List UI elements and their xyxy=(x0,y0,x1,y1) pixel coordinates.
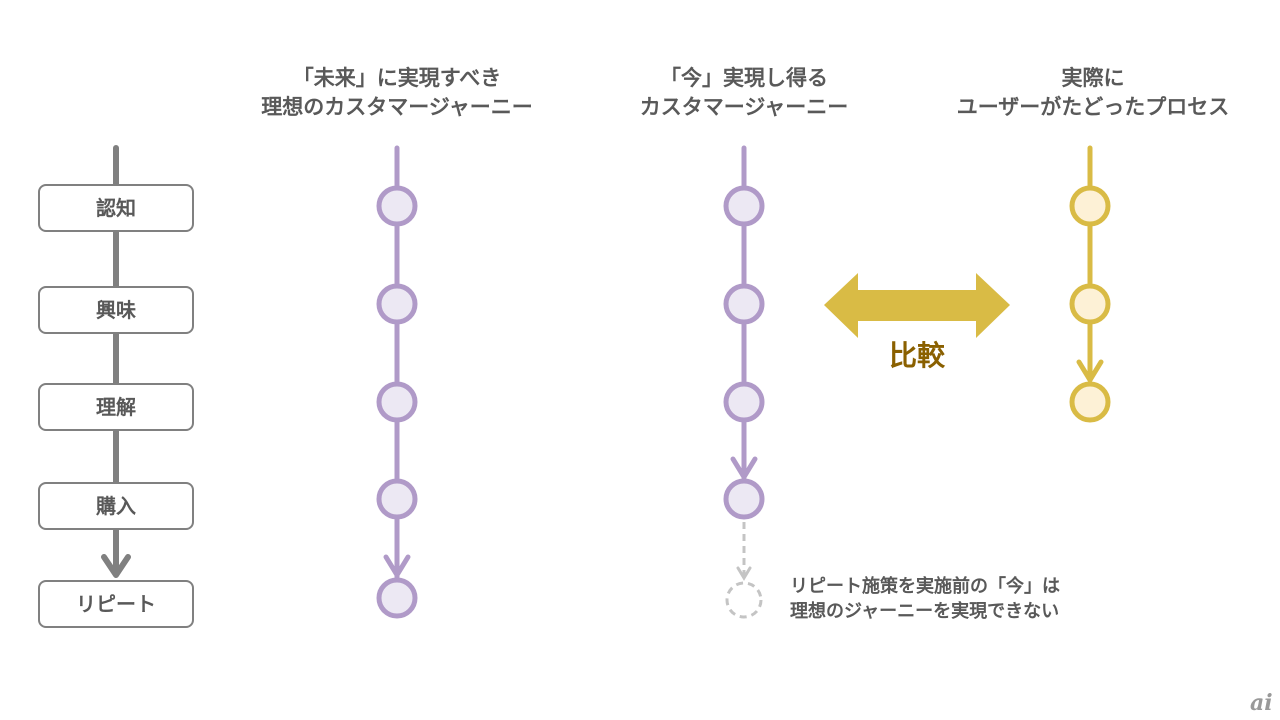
now-journey xyxy=(723,145,765,619)
ideal-journey xyxy=(376,145,418,619)
header-now-line1: 「今」実現し得る xyxy=(660,66,828,90)
journey-node xyxy=(723,478,765,520)
header-actual-line2: ユーザーがたどったプロセス xyxy=(957,95,1230,119)
stage-box-repeat: リピート xyxy=(38,580,194,628)
journey-node xyxy=(1069,381,1111,423)
stage-box-purchase: 購入 xyxy=(38,482,194,530)
site-logo: ai xyxy=(1250,690,1273,716)
compare-arrow: 比較 xyxy=(824,273,1010,372)
journey-node xyxy=(1069,283,1111,325)
missing-journey-node xyxy=(725,581,763,619)
double-arrow-icon xyxy=(824,273,1010,338)
stage-box-understanding: 理解 xyxy=(38,383,194,431)
journey-node xyxy=(376,478,418,520)
journey-node xyxy=(723,283,765,325)
arrow-icon xyxy=(383,554,411,578)
journey-node xyxy=(376,283,418,325)
dashed-arrow-icon xyxy=(736,566,752,581)
stage-label: 認知 xyxy=(96,196,136,220)
arrow-icon xyxy=(730,456,758,480)
note-line2: 理想のジャーニーを実現できない xyxy=(790,600,1059,622)
stage-label: 興味 xyxy=(96,298,136,322)
stage-box-interest: 興味 xyxy=(38,286,194,334)
header-actual: 実際に ユーザーがたどったプロセス xyxy=(957,66,1230,119)
stage-label: リピート xyxy=(76,592,156,616)
header-ideal: 「未来」に実現すべき 理想のカスタマージャーニー xyxy=(261,66,533,119)
stage-label: 購入 xyxy=(96,494,136,518)
note-text: リピート施策を実施前の「今」は 理想のジャーニーを実現できない xyxy=(790,575,1060,622)
journey-node xyxy=(1069,185,1111,227)
actual-journey xyxy=(1069,145,1111,423)
journey-node xyxy=(723,381,765,423)
header-actual-line1: 実際に xyxy=(1062,66,1125,90)
stage-axis: 認知 興味 理解 購入 リピート xyxy=(38,145,194,628)
journey-node xyxy=(376,381,418,423)
compare-label: 比較 xyxy=(889,339,946,372)
note-line1: リピート施策を実施前の「今」は xyxy=(790,575,1060,597)
journey-node xyxy=(376,577,418,619)
stage-label: 理解 xyxy=(96,395,136,419)
header-ideal-line2: 理想のカスタマージャーニー xyxy=(261,95,533,119)
header-now-line2: カスタマージャーニー xyxy=(640,95,849,119)
arrow-icon xyxy=(1076,359,1104,383)
header-now: 「今」実現し得る カスタマージャーニー xyxy=(640,66,849,119)
journey-node xyxy=(376,185,418,227)
stage-box-awareness: 認知 xyxy=(38,184,194,232)
header-ideal-line1: 「未来」に実現すべき xyxy=(293,66,502,90)
journey-node xyxy=(723,185,765,227)
stage-axis-arrow-icon xyxy=(101,554,131,578)
